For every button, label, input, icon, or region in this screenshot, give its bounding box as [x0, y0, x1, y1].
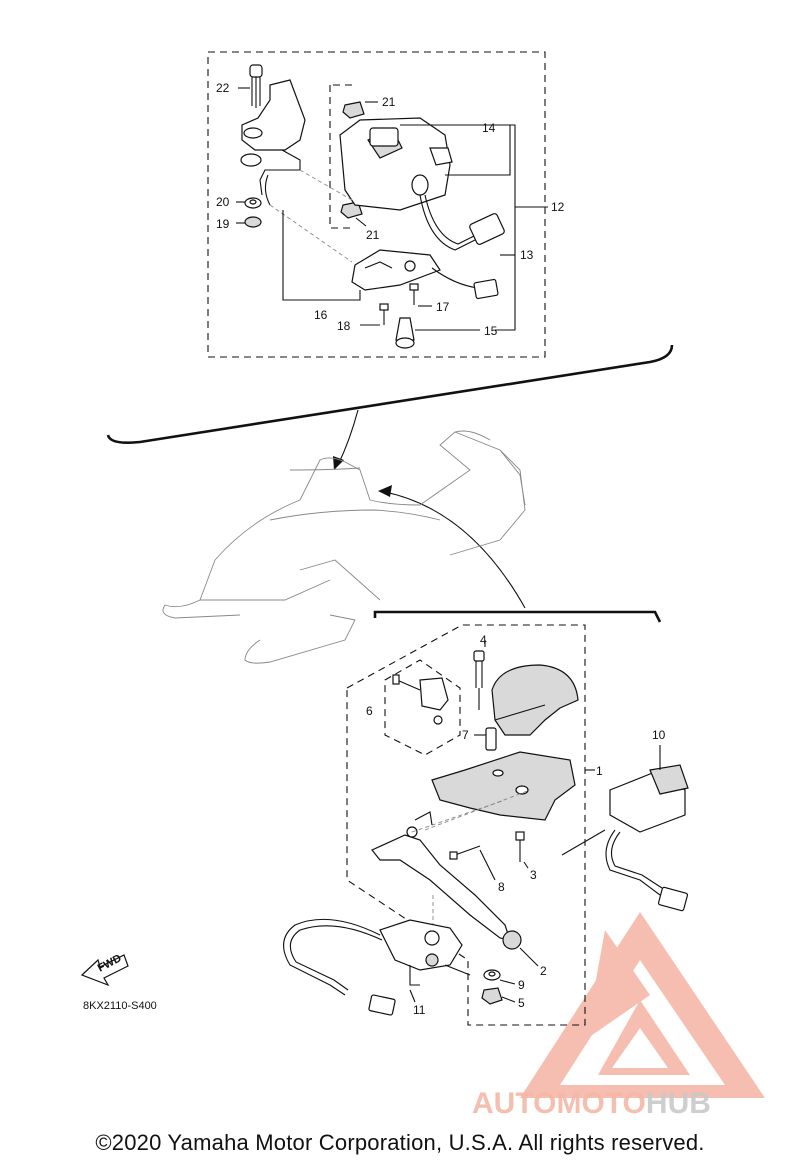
callout-17: 17 [436, 300, 450, 314]
callout-12: 12 [551, 200, 565, 214]
callout-21-upper: 21 [382, 95, 396, 109]
callout-16: 16 [314, 308, 328, 322]
callout-15: 15 [484, 324, 498, 338]
automotohub-logo [520, 912, 765, 1098]
callout-21-lower: 21 [366, 228, 380, 242]
callout-9: 9 [518, 978, 525, 992]
callout-5: 5 [518, 996, 525, 1010]
callout-6: 6 [366, 704, 373, 718]
callout-1: 1 [596, 764, 603, 778]
callout-11: 11 [413, 1003, 426, 1017]
callout-8: 8 [498, 880, 505, 894]
copyright-notice: ©2020 Yamaha Motor Corporation, U.S.A. A… [95, 1130, 705, 1155]
drawing-code: 8KX2110-S400 [83, 1000, 157, 1012]
callout-22: 22 [216, 81, 230, 95]
automotohub-wordmark: AUTOMOTOHUB [472, 1087, 711, 1120]
callout-4: 4 [480, 633, 487, 647]
top-inset: 22 21 14 12 20 19 21 13 16 17 18 15 [207, 51, 565, 358]
fwd-arrow-icon: FWD [80, 952, 129, 987]
callout-connectors [106, 344, 674, 623]
callout-2: 2 [540, 964, 547, 978]
callout-13: 13 [520, 248, 534, 262]
callout-18: 18 [337, 319, 351, 333]
callout-20: 20 [216, 195, 230, 209]
snowmobile-outline [162, 430, 526, 664]
wordmark-part2: HUB [646, 1087, 711, 1120]
callout-10: 10 [652, 728, 666, 742]
callout-7: 7 [462, 728, 469, 742]
wordmark-part1: AUTOMOTO [472, 1087, 646, 1120]
callout-19: 19 [216, 217, 230, 231]
callout-3: 3 [530, 868, 537, 882]
bottom-assembly: 4 6 7 1 10 3 8 2 9 5 11 [283, 624, 689, 1026]
callout-14: 14 [482, 121, 496, 135]
